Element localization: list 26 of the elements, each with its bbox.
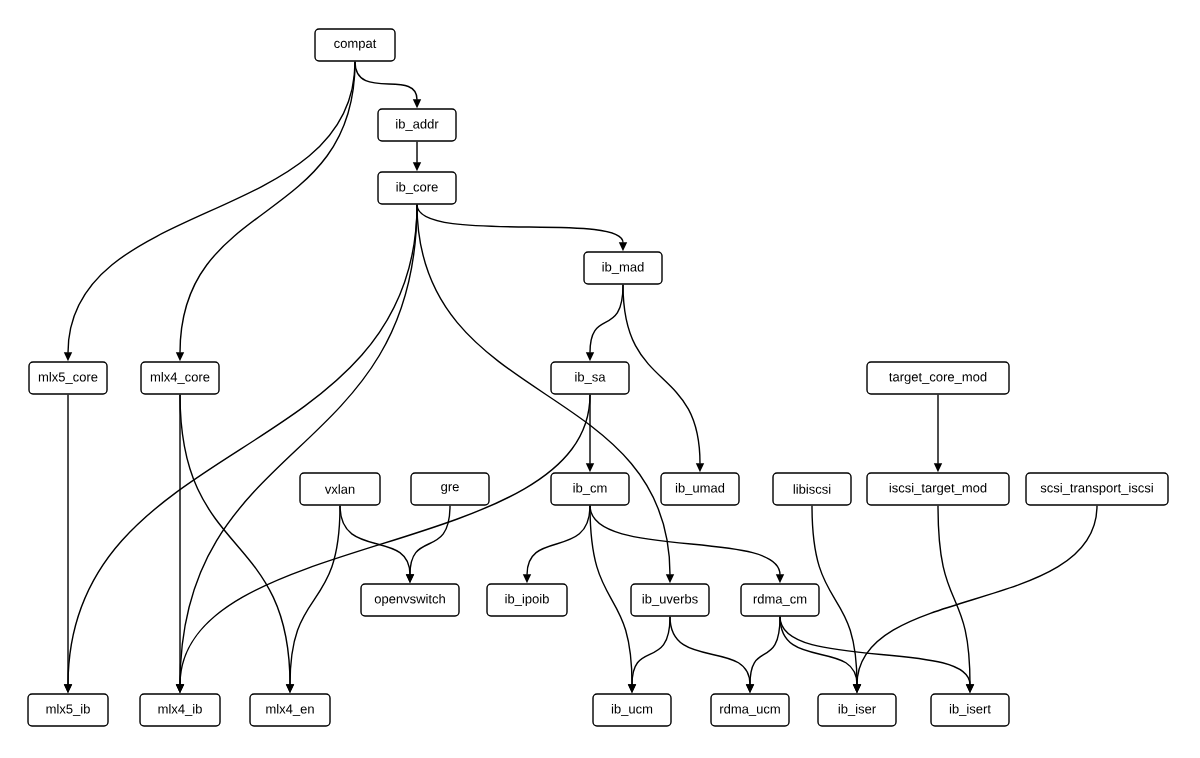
module-box: openvswitch (360, 583, 460, 617)
module-box: mlx5_ib (27, 693, 109, 727)
module-box: iscsi_target_mod (866, 472, 1010, 506)
module-box: ib_addr (377, 108, 457, 142)
module-box: ib_core (377, 171, 457, 205)
module-box: ib_uverbs (630, 583, 710, 617)
module-box: ib_iser (817, 693, 897, 727)
module-box: libiscsi (772, 472, 852, 506)
module-box: ib_cm (550, 472, 630, 506)
module-box: compat (314, 28, 396, 62)
module-box: rdma_ucm (710, 693, 790, 727)
module-box: scsi_transport_iscsi (1025, 472, 1169, 506)
module-box: ib_sa (550, 361, 630, 395)
module-box: ib_ucm (592, 693, 672, 727)
module-box: ib_mad (583, 251, 663, 285)
module-box: target_core_mod (866, 361, 1010, 395)
module-box: mlx4_ib (139, 693, 221, 727)
module-box: gre (410, 472, 490, 506)
module-box: mlx4_core (140, 361, 220, 395)
module-box: ib_umad (660, 472, 740, 506)
module-box: mlx4_en (249, 693, 331, 727)
module-box: ib_isert (930, 693, 1010, 727)
module-box: vxlan (299, 472, 381, 506)
module-box: ib_ipoib (486, 583, 568, 617)
module-box: mlx5_core (28, 361, 108, 395)
module-box: rdma_cm (740, 583, 820, 617)
